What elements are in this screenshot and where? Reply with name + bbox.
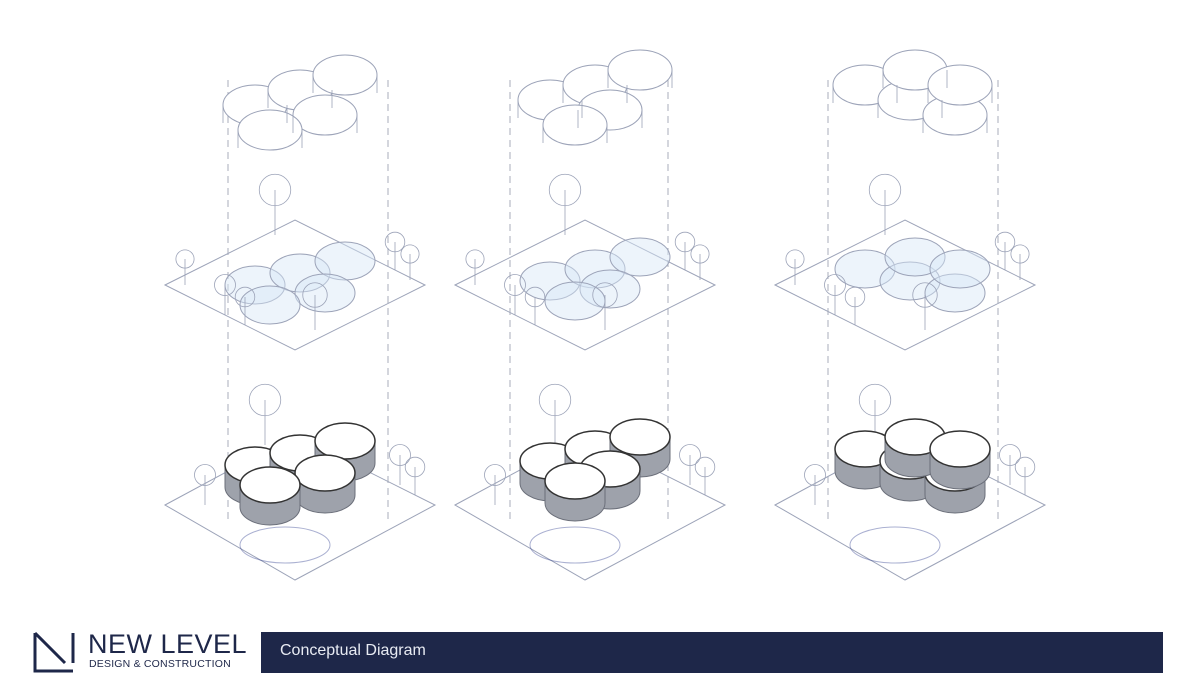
roof-edge — [267, 90, 333, 108]
roof-edge — [312, 75, 378, 93]
ground-floor-layer — [453, 173, 717, 351]
company-logo: NEW LEVEL DESIGN & CONSTRUCTION — [32, 628, 272, 676]
title-banner: Conceptual Diagram — [261, 632, 1163, 673]
scheme-1 — [163, 54, 437, 581]
tree-canopy — [214, 274, 236, 296]
roof-edge — [607, 70, 673, 88]
tree-canopy — [302, 282, 328, 308]
logo-n-mark-icon — [33, 631, 75, 673]
landscape-path — [849, 526, 941, 564]
roof-edge — [292, 115, 358, 133]
tree-canopy — [484, 464, 506, 486]
tree-canopy — [524, 286, 546, 308]
floor-plan-outline — [609, 237, 671, 277]
building-roof — [294, 454, 356, 492]
floor-plan-outline — [929, 249, 991, 289]
tree-canopy — [258, 173, 292, 207]
tree-canopy — [538, 383, 572, 417]
tree-canopy — [674, 231, 696, 253]
tree-canopy — [465, 249, 485, 269]
scheme-2 — [453, 49, 727, 581]
site-plane — [163, 219, 427, 351]
massing-layer — [163, 383, 437, 581]
roof-edge — [222, 105, 288, 123]
roof-outline — [607, 49, 673, 91]
roof-edge — [577, 110, 643, 128]
tree-canopy — [844, 286, 866, 308]
tree-canopy — [548, 173, 582, 207]
tree-canopy — [234, 286, 256, 308]
massing-layer — [453, 383, 727, 581]
roof-edge — [542, 125, 608, 143]
conceptual-diagram — [163, 49, 1047, 581]
roof-outline — [542, 104, 608, 146]
tree-canopy — [400, 244, 420, 264]
tree-canopy — [592, 282, 618, 308]
tree-canopy — [404, 456, 426, 478]
roof-layer — [517, 49, 673, 146]
roof-edge — [882, 70, 948, 88]
roof-edge — [877, 100, 943, 118]
roof-edge — [927, 85, 993, 103]
building-roof — [609, 418, 671, 456]
building-roof — [239, 466, 301, 504]
ground-floor-layer — [163, 173, 427, 351]
tree-canopy — [912, 282, 938, 308]
roof-edge — [517, 100, 583, 118]
roof-outline — [237, 109, 303, 151]
tree-canopy — [1010, 244, 1030, 264]
tree-canopy — [804, 464, 826, 486]
tree-canopy — [679, 444, 701, 466]
diagram-title: Conceptual Diagram — [280, 642, 426, 659]
roof-edge — [562, 85, 628, 103]
tree-canopy — [248, 383, 282, 417]
tree-canopy — [994, 231, 1016, 253]
roof-outline — [292, 94, 358, 136]
tree-canopy — [504, 274, 526, 296]
massing-layer — [773, 383, 1047, 581]
tree-canopy — [785, 249, 805, 269]
tree-canopy — [384, 231, 406, 253]
ground-floor-layer — [773, 173, 1037, 351]
floor-plan-outline — [314, 241, 376, 281]
tree-canopy — [175, 249, 195, 269]
tree-canopy — [999, 444, 1021, 466]
floor-plan-outline — [544, 281, 606, 321]
roof-outline — [312, 54, 378, 96]
landscape-path — [529, 526, 621, 564]
roof-edge — [832, 85, 898, 103]
roof-layer — [832, 49, 993, 136]
tree-canopy — [824, 274, 846, 296]
roof-edge — [237, 130, 303, 148]
brand-tagline: DESIGN & CONSTRUCTION — [89, 658, 231, 670]
floor-plan-outline — [239, 285, 301, 325]
tree-canopy — [868, 173, 902, 207]
roof-edge — [922, 115, 988, 133]
site-plane — [453, 219, 717, 351]
building-roof — [314, 422, 376, 460]
brand-name: NEW LEVEL — [88, 629, 248, 659]
floor-plan-outline — [579, 269, 641, 309]
landscape-path — [239, 526, 331, 564]
building-roof — [929, 430, 991, 468]
scheme-3 — [773, 49, 1047, 581]
floor-plan-outline — [294, 273, 356, 313]
tree-canopy — [1014, 456, 1036, 478]
tree-canopy — [858, 383, 892, 417]
tree-canopy — [194, 464, 216, 486]
roof-layer — [222, 54, 378, 151]
building-roof — [544, 462, 606, 500]
tree-canopy — [389, 444, 411, 466]
tree-canopy — [690, 244, 710, 264]
tree-canopy — [694, 456, 716, 478]
site-plane — [773, 219, 1037, 351]
roof-outline — [927, 64, 993, 106]
